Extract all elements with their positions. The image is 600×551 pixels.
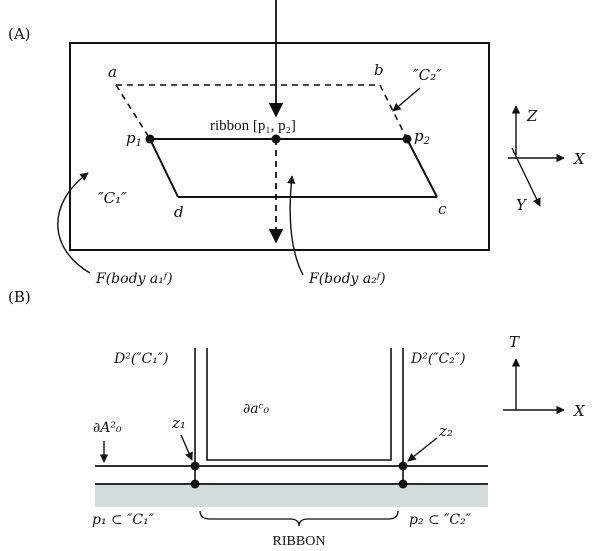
point-z1 <box>190 461 200 471</box>
ribbon-caption: RIBBON <box>273 534 326 549</box>
axis-x-label-b: X <box>573 402 586 420</box>
axis-x-label: X <box>573 150 586 168</box>
vertex-b-label: b <box>374 61 384 79</box>
axis-y-label: Y <box>516 196 528 214</box>
axis-t-label: T <box>509 333 520 351</box>
vertex-c-label: c <box>438 200 447 218</box>
left-disk-label: D²(″C₁″) <box>113 351 169 367</box>
p1-label: p1 <box>126 129 142 149</box>
left-curved-arrow <box>57 172 91 274</box>
z1-label: z₁ <box>171 414 186 432</box>
axis-z-label: Z <box>526 107 538 125</box>
edge-p2-c <box>406 138 438 198</box>
vertex-a-label: a <box>108 63 117 81</box>
p2-subset-label: p₂ ⊂ ″C₂″ <box>409 512 472 528</box>
panel-a-label: (A) <box>8 25 31 43</box>
y-axis <box>511 147 541 207</box>
point-z2 <box>398 461 408 471</box>
point-p2-b <box>398 479 408 489</box>
point-p2 <box>402 134 412 144</box>
center-label: ∂aᶜ₀ <box>243 401 270 417</box>
panel-b-label: (B) <box>8 288 31 306</box>
right-body-label: F(body a₂ᶠ) <box>308 271 386 287</box>
edge-b-p2 <box>379 84 408 140</box>
panel-a-frame <box>69 42 490 251</box>
inner-u-outline <box>206 348 392 461</box>
p1-subset-label: p₁ ⊂ ″C₁″ <box>92 512 155 528</box>
ribbon-label: ribbon [p₁, p₂] <box>210 118 296 134</box>
c2-pointer-arrow <box>392 87 421 112</box>
c1-label: ″C₁″ <box>98 189 127 207</box>
c2-label: ″C₂″ <box>413 66 442 84</box>
point-p1-b <box>190 479 200 489</box>
point-p1 <box>145 134 155 144</box>
ribbon-band <box>95 484 488 507</box>
z2-label: z₂ <box>438 422 453 440</box>
p2-label: p2 <box>414 127 430 147</box>
edge-p1-d <box>149 138 179 198</box>
left-body-label: F(body a₁ᶠ) <box>95 271 173 287</box>
left-side-label: ∂A²₀ <box>93 420 122 436</box>
ribbon-brace <box>199 510 399 527</box>
point-center <box>271 134 281 144</box>
z2-arrow <box>407 437 438 462</box>
z1-arrow <box>180 434 193 461</box>
vertex-d-label: d <box>174 203 184 221</box>
right-curved-arrow <box>287 175 304 276</box>
right-disk-label: D²(″C₂″) <box>410 351 466 367</box>
